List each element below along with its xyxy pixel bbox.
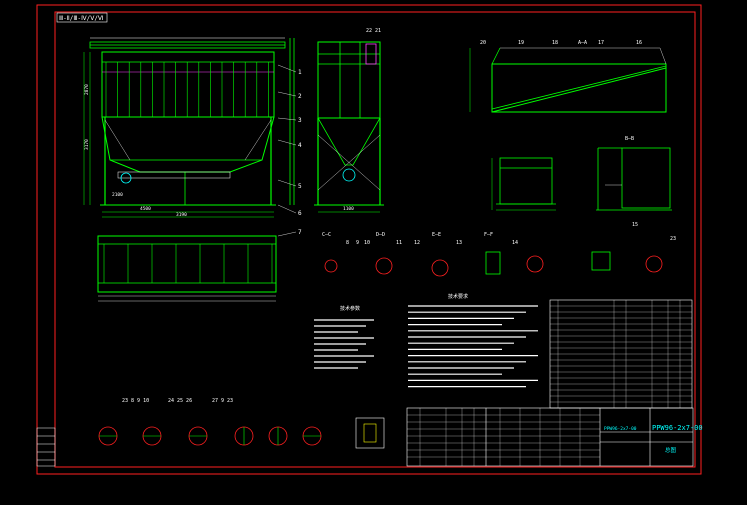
spec-lines [314,319,374,369]
title-block [406,407,694,467]
bottom-details [98,426,322,446]
front-view [89,37,295,206]
row2-callout-9: 9 [356,240,359,246]
part-label-5: 5 [298,183,302,190]
revision-box [36,427,56,467]
row2-callout-15: 15 [632,222,638,228]
row2-callout-10: 10 [364,240,370,246]
spec-heading: 技术参数 [340,305,360,312]
plan-cells [103,244,273,283]
section-label-ff: F—F [484,232,493,238]
notes-heading: 技术要求 [448,293,468,300]
title-tag-box [56,12,108,23]
dim-width-main: 4500 [140,206,151,212]
row2-callout-13: 13 [456,240,462,246]
outer-frame [36,4,702,475]
detail-callout-2: 24 25 26 [168,398,192,404]
bracket-view [596,147,672,211]
dim-height-upper: 2870 [84,84,90,95]
dim-width-base: 3190 [176,212,187,218]
dim-bottom: 2100 [112,192,123,198]
title-tag: Ⅲ-Ⅱ/Ⅲ-Ⅳ/Ⅴ/Ⅵ [59,15,103,22]
top-callout-22-21: 22 21 [366,28,381,34]
section-label-aa: A—A [578,40,587,46]
top-callout-16: 16 [636,40,642,46]
top-callout-17: 17 [598,40,604,46]
section-label-ee: E—E [432,232,441,238]
part-label-7: 7 [298,229,302,236]
plan-view [97,235,277,302]
parts-list [549,299,693,409]
row2-details [324,251,663,277]
row2-callout-23: 23 [670,236,676,242]
section-box-view [491,157,556,211]
row2-callout-12: 12 [414,240,420,246]
detail-callout-1: 23 8 9 10 [122,398,149,404]
bottom-detail-crosses [99,427,321,445]
row2-callout-11: 11 [396,240,402,246]
row2-callout-8: 8 [346,240,349,246]
dim-height-lower: 3170 [84,139,90,150]
side-view [314,41,384,213]
top-callout-18: 18 [552,40,558,46]
section-label-cc: C—C [322,232,331,238]
top-callout-20: 20 [480,40,486,46]
drawing-number: PPW96-2x7-00 [652,424,703,432]
inner-frame [54,11,696,468]
front-dimensions [83,52,274,218]
part-label-1: 1 [298,69,302,76]
inset-detail [355,417,385,449]
part-leaders [277,64,297,237]
part-label-2: 2 [298,93,302,100]
inlet-duct-view [469,47,667,113]
title-block-rows [407,408,600,466]
dim-side-width: 1100 [343,206,354,212]
part-label-4: 4 [298,142,302,149]
section-label-dd: D—D [376,232,385,238]
filter-bag-columns [105,62,269,117]
row2-callout-14: 14 [512,240,518,246]
note-lines [408,305,538,388]
part-label-3: 3 [298,117,302,124]
top-callout-19: 19 [518,40,524,46]
drawing-name: 总图 [665,446,677,454]
detail-callout-3: 27 9 23 [212,398,233,404]
part-label-6: 6 [298,210,302,217]
title-block-label: PPW96-2x7-00 [604,426,637,432]
section-label-bb: B—B [625,136,634,142]
